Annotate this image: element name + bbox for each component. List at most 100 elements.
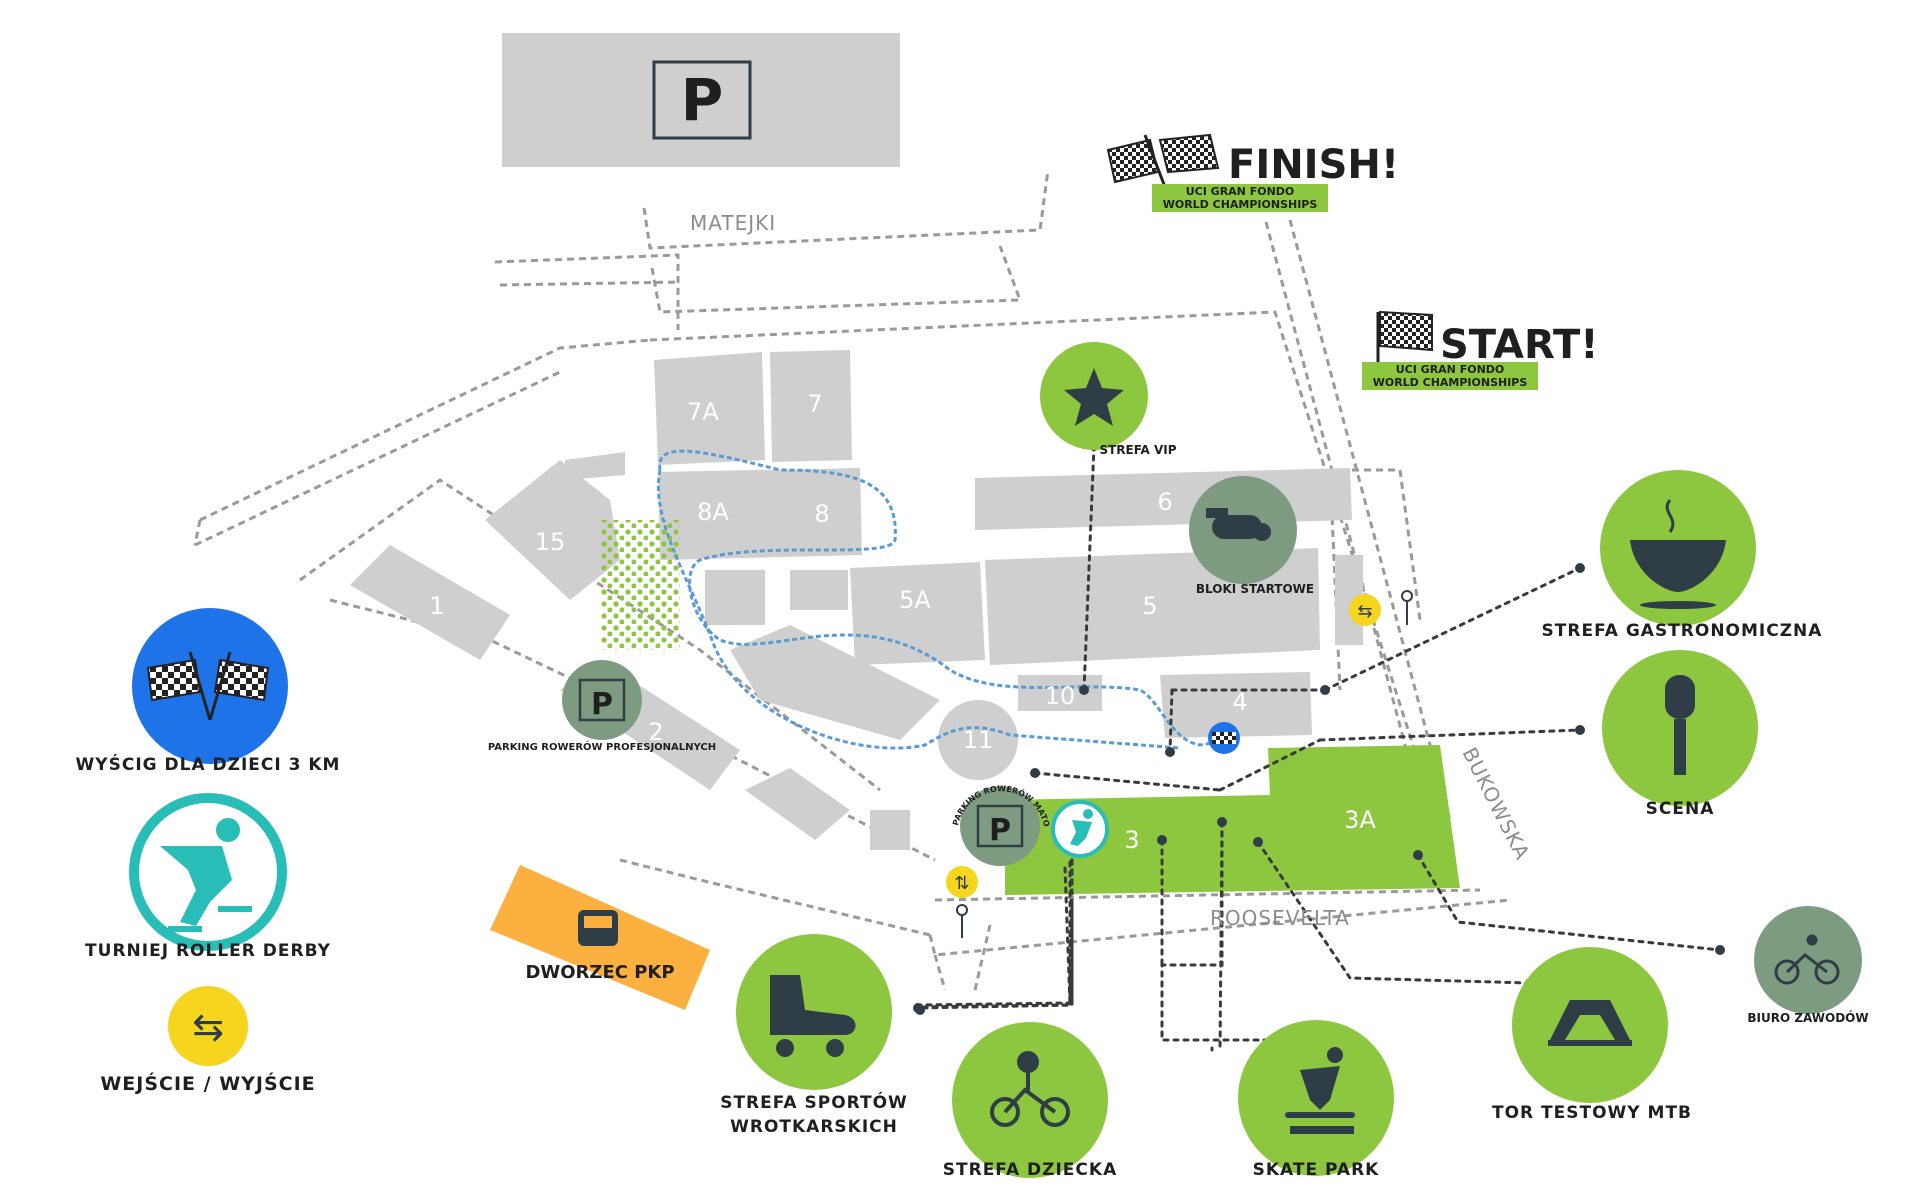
svg-text:UCI GRAN FONDO: UCI GRAN FONDO <box>1186 185 1295 198</box>
dziecko-zone[interactable]: STREFA DZIECKA <box>943 1022 1117 1180</box>
whistle-icon <box>1206 508 1271 541</box>
top-parking-area: P <box>502 33 900 167</box>
svg-text:8A: 8A <box>697 498 729 526</box>
svg-text:STREFA VIP: STREFA VIP <box>1099 443 1176 457</box>
parking-pro-zone[interactable]: P PARKING ROWERÓW PROFESJONALNYCH <box>488 660 716 753</box>
building-11 <box>938 700 1018 780</box>
checkered-flag-icon <box>146 651 270 721</box>
street-bukowska: BUKOWSKA <box>1458 743 1535 864</box>
svg-text:5A: 5A <box>899 586 931 614</box>
skate-zone[interactable]: SKATE PARK <box>1238 1020 1394 1180</box>
building-top-15 <box>565 452 625 480</box>
finish-word: FINISH! <box>1228 142 1399 188</box>
balance-bike-icon <box>990 1051 1070 1127</box>
svg-text:7A: 7A <box>687 398 719 426</box>
svg-text:UCI GRAN FONDO: UCI GRAN FONDO <box>1396 363 1505 376</box>
svg-text:TOR TESTOWY MTB: TOR TESTOWY MTB <box>1492 1103 1692 1123</box>
building-7a <box>654 352 765 465</box>
entry-exit-icon: ⇅ <box>954 873 969 894</box>
svg-text:BIURO ZAWODÓW: BIURO ZAWODÓW <box>1747 1010 1868 1025</box>
svg-text:10: 10 <box>1045 682 1076 710</box>
wrotki-zone[interactable]: STREFA SPORTÓW WROTKARSKICH <box>720 934 908 1137</box>
svg-text:WEJŚCIE / WYJŚCIE: WEJŚCIE / WYJŚCIE <box>100 1071 315 1095</box>
building-annex <box>745 768 850 840</box>
person-icon <box>1401 590 1413 625</box>
stadium-icon <box>1548 1000 1632 1046</box>
svg-text:STREFA SPORTÓW: STREFA SPORTÓW <box>720 1091 908 1113</box>
biuro-zone[interactable]: BIURO ZAWODÓW <box>1747 906 1869 1025</box>
roller-skater-icon <box>160 818 252 932</box>
start-word: START! <box>1440 322 1598 368</box>
mtb-zone[interactable]: TOR TESTOWY MTB <box>1492 947 1692 1123</box>
legend-entry[interactable]: ⇆ WEJŚCIE / WYJŚCIE <box>100 986 315 1095</box>
street-roosevelta: ROOSEVELTA <box>1210 906 1350 930</box>
svg-text:BLOKI STARTOWE: BLOKI STARTOWE <box>1196 582 1314 596</box>
checkered-flag-icon <box>1379 310 1433 352</box>
svg-text:WORLD CHAMPIONSHIPS: WORLD CHAMPIONSHIPS <box>1373 376 1528 389</box>
building-7 <box>770 350 852 462</box>
building-8a-8 <box>658 468 862 560</box>
building-1 <box>350 545 510 660</box>
person-icon <box>956 904 968 938</box>
svg-text:STREFA GASTRONOMICZNA: STREFA GASTRONOMICZNA <box>1542 621 1823 641</box>
finish-banner: FINISH! UCI GRAN FONDO WORLD CHAMPIONSHI… <box>1106 133 1399 212</box>
bloki-startowe-zone[interactable]: BLOKI STARTOWE <box>1189 476 1314 596</box>
roller-skater-icon <box>1070 809 1093 846</box>
vip-zone[interactable]: STREFA VIP <box>1040 342 1177 457</box>
building-small-b <box>790 570 848 610</box>
parking-icon <box>652 60 752 140</box>
start-banner: START! UCI GRAN FONDO WORLD CHAMPIONSHIP… <box>1362 310 1598 390</box>
soup-bowl-icon <box>1630 499 1726 609</box>
svg-text:1: 1 <box>429 592 444 620</box>
svg-text:3: 3 <box>1124 826 1139 854</box>
svg-text:WROTKARSKICH: WROTKARSKICH <box>730 1117 898 1137</box>
svg-text:WYŚCIG DLA DZIECI 3 KM: WYŚCIG DLA DZIECI 3 KM <box>76 753 341 775</box>
entry-exit-icon: ⇆ <box>1357 601 1372 622</box>
star-icon <box>1064 368 1124 426</box>
building-school <box>730 625 940 740</box>
svg-text:8: 8 <box>814 500 829 528</box>
svg-text:TURNIEJ ROLLER DERBY: TURNIEJ ROLLER DERBY <box>85 941 331 961</box>
entry-exit-icon: ⇆ <box>192 1005 224 1049</box>
street-matejki: MATEJKI <box>690 211 776 235</box>
svg-text:6: 6 <box>1157 488 1172 516</box>
kids-race-marker[interactable] <box>1208 722 1240 754</box>
building-small-a <box>705 570 765 625</box>
entry-exit-south[interactable]: ⇅ <box>946 866 978 938</box>
scena-zone[interactable]: SCENA <box>1602 650 1758 819</box>
legend-roller[interactable]: TURNIEJ ROLLER DERBY <box>85 793 331 961</box>
parking-icon <box>578 678 626 722</box>
cyclist-icon <box>1774 934 1840 985</box>
svg-text:P: P <box>989 813 1011 848</box>
entry-exit-east[interactable]: ⇆ <box>1349 590 1413 626</box>
gastro-zone[interactable]: STREFA GASTRONOMICZNA <box>1542 470 1823 641</box>
svg-text:WORLD CHAMPIONSHIPS: WORLD CHAMPIONSHIPS <box>1163 198 1318 211</box>
building-15 <box>485 460 620 600</box>
dworzec-pkp[interactable]: DWORZEC PKP <box>490 865 710 1010</box>
building-numbers: 7A 7 8A 8 6 15 1 5A 5 10 4 2 11 3 3A <box>429 390 1376 854</box>
legend: WYŚCIG DLA DZIECI 3 KM TURNIEJ ROLLER DE… <box>76 608 341 1095</box>
svg-text:SKATE PARK: SKATE PARK <box>1253 1160 1380 1180</box>
skateboarder-icon <box>1285 1047 1355 1134</box>
leader-lines <box>916 444 1722 1052</box>
parking-symbol: P <box>681 66 724 134</box>
microphone-icon <box>1665 675 1695 775</box>
roller-derby-marker[interactable] <box>1051 800 1109 858</box>
svg-text:SCENA: SCENA <box>1646 799 1715 819</box>
buildings <box>350 350 1363 850</box>
parking-icon <box>976 804 1024 848</box>
legend-race[interactable]: WYŚCIG DLA DZIECI 3 KM <box>76 608 341 775</box>
green-dots-area <box>600 520 680 650</box>
svg-text:7: 7 <box>807 390 822 418</box>
zone-3-3a <box>1005 745 1460 895</box>
svg-text:15: 15 <box>535 528 566 556</box>
checkered-flag-icon <box>1158 133 1220 174</box>
svg-text:2: 2 <box>648 718 663 746</box>
svg-text:PARKING ROWERÓW PROFESJONALNYC: PARKING ROWERÓW PROFESJONALNYCH <box>488 740 716 753</box>
roller-skate-icon <box>770 975 856 1057</box>
svg-text:3A: 3A <box>1344 806 1376 834</box>
svg-text:P: P <box>591 687 613 722</box>
svg-text:STREFA DZIECKA: STREFA DZIECKA <box>943 1160 1117 1180</box>
svg-text:DWORZEC PKP: DWORZEC PKP <box>525 962 674 983</box>
